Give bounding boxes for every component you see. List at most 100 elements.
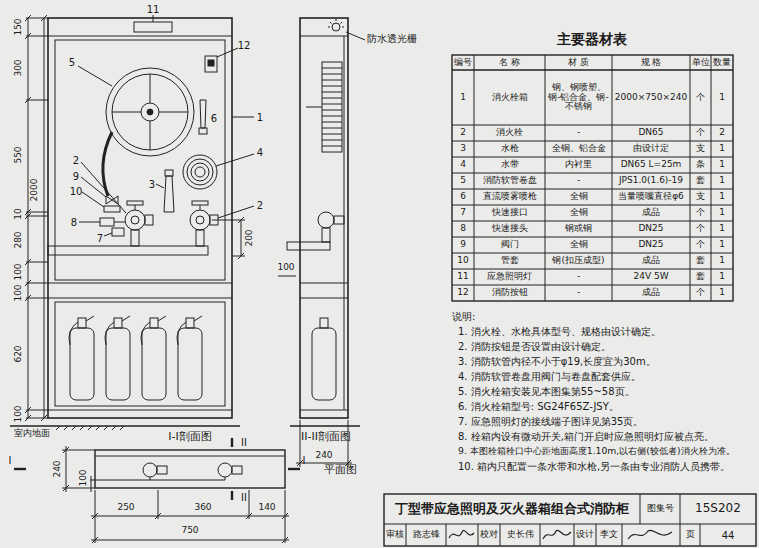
title-block-cell: 史长伟 (500, 524, 540, 546)
table-cell: 1 (711, 253, 733, 269)
callout-number: 12 (238, 40, 251, 51)
title-block-cell: 图集号 (640, 494, 680, 524)
note-text: 10. 箱内只配置一条水带和水枪,另一条由专业消防人员携带。 (458, 461, 730, 472)
table-cell: 直流喷雾喷枪 (474, 189, 545, 205)
view-title: I-I剖面图 (168, 431, 211, 443)
table-cell: 4 (452, 157, 474, 173)
dimension: 360 (194, 503, 211, 513)
table-cell: 消火栓箱 (474, 70, 545, 125)
table-cell: 个 (690, 205, 711, 221)
dimension: 100 (79, 469, 89, 486)
callout-number: 6 (211, 113, 217, 124)
table-cell: 全铜 (545, 205, 612, 221)
table-cell: 管套 (474, 253, 545, 269)
callout-number: 7 (97, 233, 103, 244)
table-cell: DN25 (612, 237, 690, 253)
view-title: 平面图 (324, 464, 357, 476)
table-cell: 消防软管卷盘 (474, 173, 545, 189)
table-cell: 12 (452, 285, 474, 301)
view-title: II-II剖面图 (301, 431, 351, 443)
table-cell: - (545, 173, 612, 189)
note-text: 8. 栓箱内设有微动开关,箱门开启时应急照明灯应被点亮。 (458, 431, 714, 442)
title-block-cell: 审核 (384, 524, 406, 546)
table-header: 材 质 (545, 55, 612, 70)
table-cell: 全铜、铝合金 (545, 141, 612, 157)
table-cell: 1 (711, 269, 733, 285)
title-block-cell: 路志锋 (406, 524, 446, 546)
callout-number: 2 (257, 200, 263, 211)
table-cell: 1 (711, 70, 733, 125)
table-cell: 支 (690, 189, 711, 205)
section-mark: II (241, 492, 247, 503)
dimension: 2000 (30, 179, 40, 202)
table-cell: 9 (452, 237, 474, 253)
note-text: 5. 消火栓箱安装见本图集第55~58页。 (458, 386, 635, 397)
title-block-cell: 15S202 (680, 494, 756, 524)
table-cell: 钢(扣压成型) (545, 253, 612, 269)
table-cell: - (545, 269, 612, 285)
table-cell: 5 (452, 173, 474, 189)
note-text: 6. 消火栓箱型号: SG24F65Z-JSY。 (458, 401, 619, 412)
table-cell: DN65 L=25m (612, 157, 690, 173)
section-mark: I (303, 455, 306, 466)
callout-number: 3 (149, 179, 155, 190)
ground-label: 室内地面 (14, 429, 50, 439)
table-cell: 11 (452, 269, 474, 285)
table-cell: 水枪 (474, 141, 545, 157)
table-cell: 个 (690, 237, 711, 253)
table-cell: 2 (452, 125, 474, 141)
section-mark: II (241, 437, 247, 448)
table-cell: 钢或铜 (545, 221, 612, 237)
table-cell: - (545, 125, 612, 141)
table-cell: 24V 5W (612, 269, 690, 285)
table-cell: 成品 (612, 205, 690, 221)
note-text: 4. 消防软管卷盘用阀门与卷盘配套供应。 (458, 371, 641, 382)
section-mark: I (9, 455, 12, 466)
table-cell: 消火栓 (474, 125, 545, 141)
note-text: 1. 消火栓、水枪具体型号、规格由设计确定。 (458, 326, 661, 337)
dimension: 100 (14, 405, 24, 422)
dimension: 620 (14, 345, 24, 362)
table-cell: 成品 (612, 285, 690, 301)
table-cell: DN25 (612, 221, 690, 237)
dimension: 250 (117, 503, 134, 513)
dimension: 100 (14, 263, 24, 280)
callout-number: 1 (257, 112, 263, 123)
table-cell: 1 (711, 285, 733, 301)
table-header: 编号 (452, 55, 474, 70)
note-text: 3. 消防软管内径不小于φ19,长度宜为30m。 (458, 356, 656, 367)
callout-number: 10 (70, 186, 83, 197)
table-cell: 当量喷嘴直径φ6 (612, 189, 690, 205)
part-label: 防水透光栅 (367, 33, 417, 44)
title-block-cell: 页 (680, 524, 700, 546)
table-cell: 成品 (612, 253, 690, 269)
notes-heading: 说明: (452, 311, 475, 322)
title-block-cell: 设计 (574, 524, 596, 546)
dimension: 240 (315, 451, 332, 461)
table-cell: 全铜 (545, 189, 612, 205)
callout-number: 4 (257, 147, 263, 158)
table-cell: 个 (690, 70, 711, 125)
dimension: 300 (14, 59, 24, 76)
callout-number: 9 (73, 171, 79, 182)
table-header: 规 格 (612, 55, 690, 70)
dimension: 550 (14, 146, 24, 163)
table-cell: 套 (690, 253, 711, 269)
table-cell: 1 (711, 189, 733, 205)
table-cell: 1 (711, 205, 733, 221)
table-cell: 个 (690, 221, 711, 237)
table-cell: 钢、钢喷塑、钢-铝合金、钢-不锈钢 (545, 70, 612, 125)
table-cell: 3 (452, 141, 474, 157)
table-cell: 阀门 (474, 237, 545, 253)
dimension: 10 (14, 208, 24, 219)
table-header: 单位 (690, 55, 711, 70)
table-cell: 快速接口 (474, 205, 545, 221)
dimension: 150 (14, 18, 24, 35)
table-cell: JPS1.0(1.6)-19 (612, 173, 690, 189)
dimension: 240 (53, 460, 63, 477)
callout-number: 2 (73, 155, 79, 166)
note-text: 7. 应急照明灯的接线端子图详见第35页。 (458, 416, 643, 427)
title-block-cell: 校对 (478, 524, 500, 546)
table-cell: 条 (690, 157, 711, 173)
